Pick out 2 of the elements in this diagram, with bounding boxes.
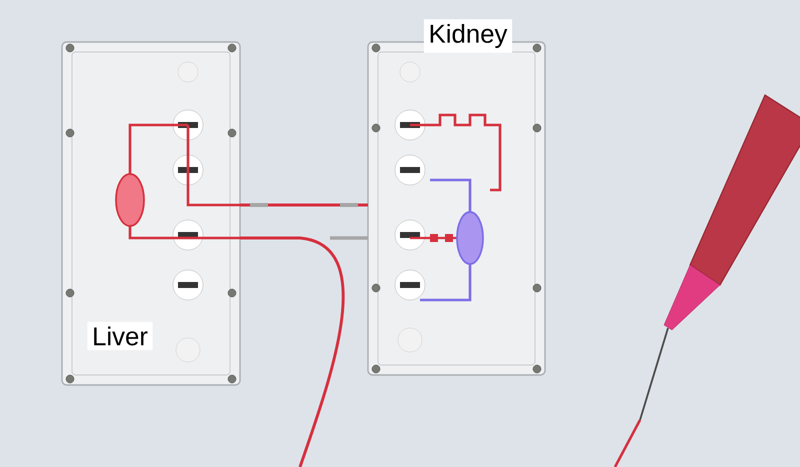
chip-label: Kidney — [424, 19, 512, 53]
chip-label: Liver — [87, 322, 153, 350]
